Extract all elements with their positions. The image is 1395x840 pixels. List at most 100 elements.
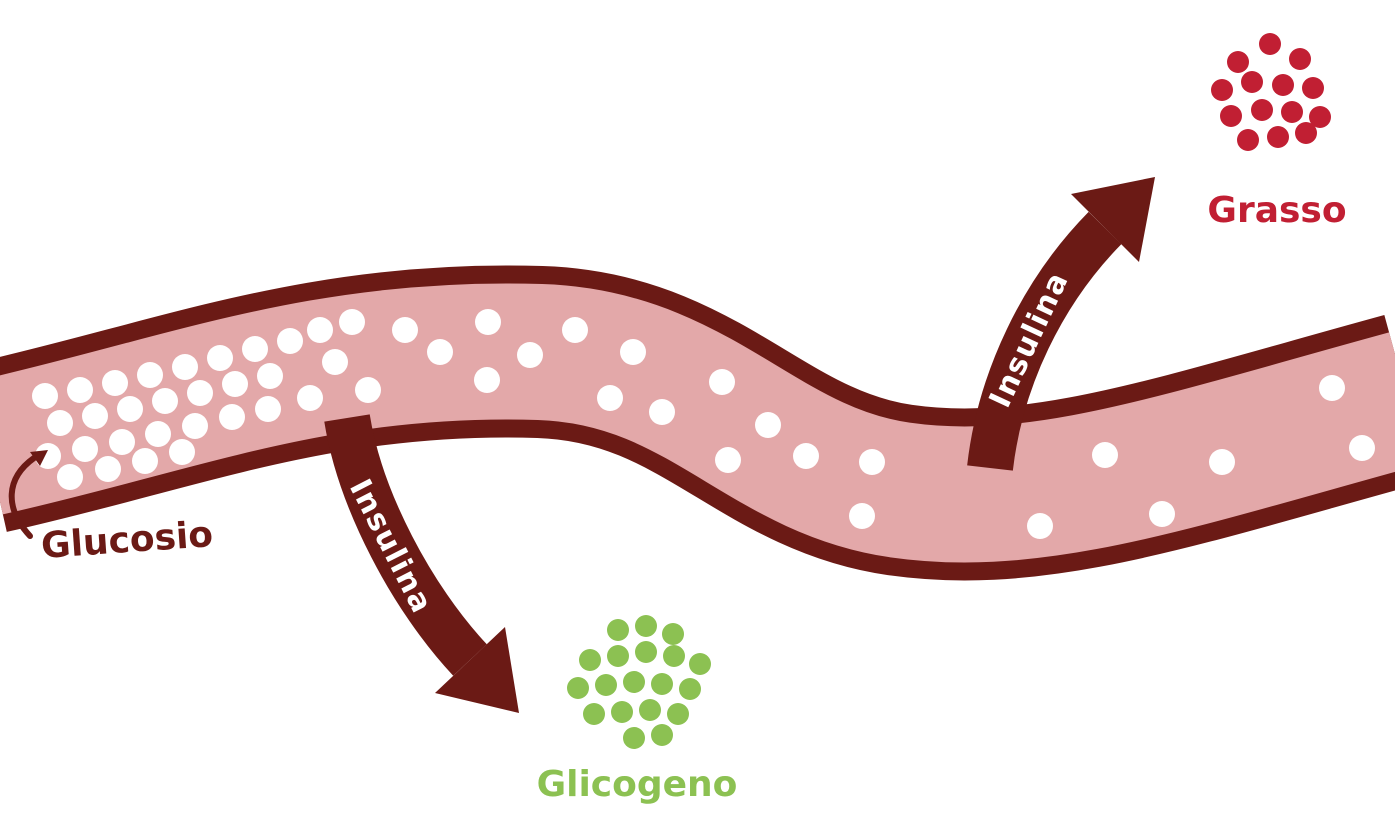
glycogen-dot bbox=[635, 615, 657, 637]
insulin-arrow-down-head bbox=[435, 627, 519, 713]
blood-dot bbox=[132, 448, 158, 474]
fat-dot bbox=[1267, 126, 1289, 148]
blood-dot bbox=[392, 317, 418, 343]
insulin-arrow-up-head bbox=[1071, 177, 1155, 262]
blood-dot bbox=[109, 429, 135, 455]
blood-dot bbox=[597, 385, 623, 411]
glycogen-dot bbox=[567, 677, 589, 699]
blood-dot bbox=[95, 456, 121, 482]
fat-dot bbox=[1259, 33, 1281, 55]
blood-dot bbox=[475, 309, 501, 335]
blood-dot bbox=[67, 377, 93, 403]
glucose-pointer-shaft bbox=[8, 455, 37, 539]
blood-dot bbox=[257, 363, 283, 389]
glycogen-dot bbox=[611, 701, 633, 723]
blood-dot bbox=[102, 370, 128, 396]
blood-dot bbox=[620, 339, 646, 365]
fat-dot bbox=[1281, 101, 1303, 123]
blood-dot bbox=[277, 328, 303, 354]
fat-dot bbox=[1241, 71, 1263, 93]
blood-dot bbox=[172, 354, 198, 380]
blood-dot bbox=[32, 383, 58, 409]
fat-dot bbox=[1227, 51, 1249, 73]
glucose-pointer-arrow bbox=[8, 450, 48, 539]
glucose-dots-group bbox=[32, 309, 1375, 539]
blood-dot bbox=[1349, 435, 1375, 461]
blood-dot bbox=[255, 396, 281, 422]
glycogen-dot bbox=[579, 649, 601, 671]
blood-dot bbox=[1092, 442, 1118, 468]
fat-dot bbox=[1272, 74, 1294, 96]
fat-label: Grasso bbox=[1207, 190, 1346, 231]
blood-dot bbox=[219, 404, 245, 430]
blood-dot bbox=[242, 336, 268, 362]
fat-dot bbox=[1302, 77, 1324, 99]
glycogen-dot bbox=[583, 703, 605, 725]
fat-dot bbox=[1289, 48, 1311, 70]
blood-dot bbox=[427, 339, 453, 365]
glycogen-dot bbox=[667, 703, 689, 725]
glycogen-dot bbox=[651, 724, 673, 746]
blood-dot bbox=[145, 421, 171, 447]
blood-dot bbox=[562, 317, 588, 343]
blood-dot bbox=[82, 403, 108, 429]
blood-dot bbox=[47, 410, 73, 436]
blood-dot bbox=[339, 309, 365, 335]
glycogen-dot bbox=[689, 653, 711, 675]
insulin-arrow-up bbox=[967, 177, 1155, 471]
glycogen-dot bbox=[651, 673, 673, 695]
blood-dot bbox=[307, 317, 333, 343]
blood-dot bbox=[793, 443, 819, 469]
fat-dot bbox=[1251, 99, 1273, 121]
glycogen-dot bbox=[595, 674, 617, 696]
blood-dot bbox=[1209, 449, 1235, 475]
blood-dot bbox=[169, 439, 195, 465]
fat-dot bbox=[1295, 122, 1317, 144]
glycogen-label: Glicogeno bbox=[537, 764, 738, 805]
glycogen-dot bbox=[623, 671, 645, 693]
blood-dot bbox=[649, 399, 675, 425]
blood-dot bbox=[715, 447, 741, 473]
blood-dot bbox=[517, 342, 543, 368]
glycogen-dots-group bbox=[567, 615, 711, 749]
blood-dot bbox=[1319, 375, 1345, 401]
blood-dot bbox=[355, 377, 381, 403]
blood-dot bbox=[755, 412, 781, 438]
blood-dot bbox=[187, 380, 213, 406]
blood-dot bbox=[859, 449, 885, 475]
glycogen-dot bbox=[679, 678, 701, 700]
blood-dot bbox=[322, 349, 348, 375]
blood-dot bbox=[207, 345, 233, 371]
blood-dot bbox=[1149, 501, 1175, 527]
blood-dot bbox=[117, 396, 143, 422]
blood-dot bbox=[474, 367, 500, 393]
fat-dot bbox=[1309, 106, 1331, 128]
insulin-arrow-down-shaft bbox=[324, 414, 487, 676]
fat-dot bbox=[1211, 79, 1233, 101]
glucose-label: Glucosio bbox=[40, 514, 215, 567]
blood-dot bbox=[137, 362, 163, 388]
insulin-arrow-down bbox=[324, 414, 519, 713]
insulin-arrow-up-shaft bbox=[967, 211, 1122, 471]
blood-dot bbox=[222, 371, 248, 397]
glucose-pointer-head bbox=[30, 450, 48, 466]
blood-dot bbox=[709, 369, 735, 395]
glycogen-dot bbox=[662, 623, 684, 645]
glycogen-dot bbox=[607, 645, 629, 667]
fat-dots-group bbox=[1211, 33, 1331, 151]
blood-dot bbox=[182, 413, 208, 439]
glycogen-dot bbox=[663, 645, 685, 667]
glycogen-dot bbox=[607, 619, 629, 641]
fat-dot bbox=[1237, 129, 1259, 151]
blood-dot bbox=[297, 385, 323, 411]
blood-dot bbox=[1027, 513, 1053, 539]
blood-dot bbox=[849, 503, 875, 529]
fat-dot bbox=[1220, 105, 1242, 127]
glycogen-dot bbox=[635, 641, 657, 663]
blood-dot bbox=[57, 464, 83, 490]
glycogen-dot bbox=[639, 699, 661, 721]
glycogen-dot bbox=[623, 727, 645, 749]
blood-dot bbox=[152, 388, 178, 414]
